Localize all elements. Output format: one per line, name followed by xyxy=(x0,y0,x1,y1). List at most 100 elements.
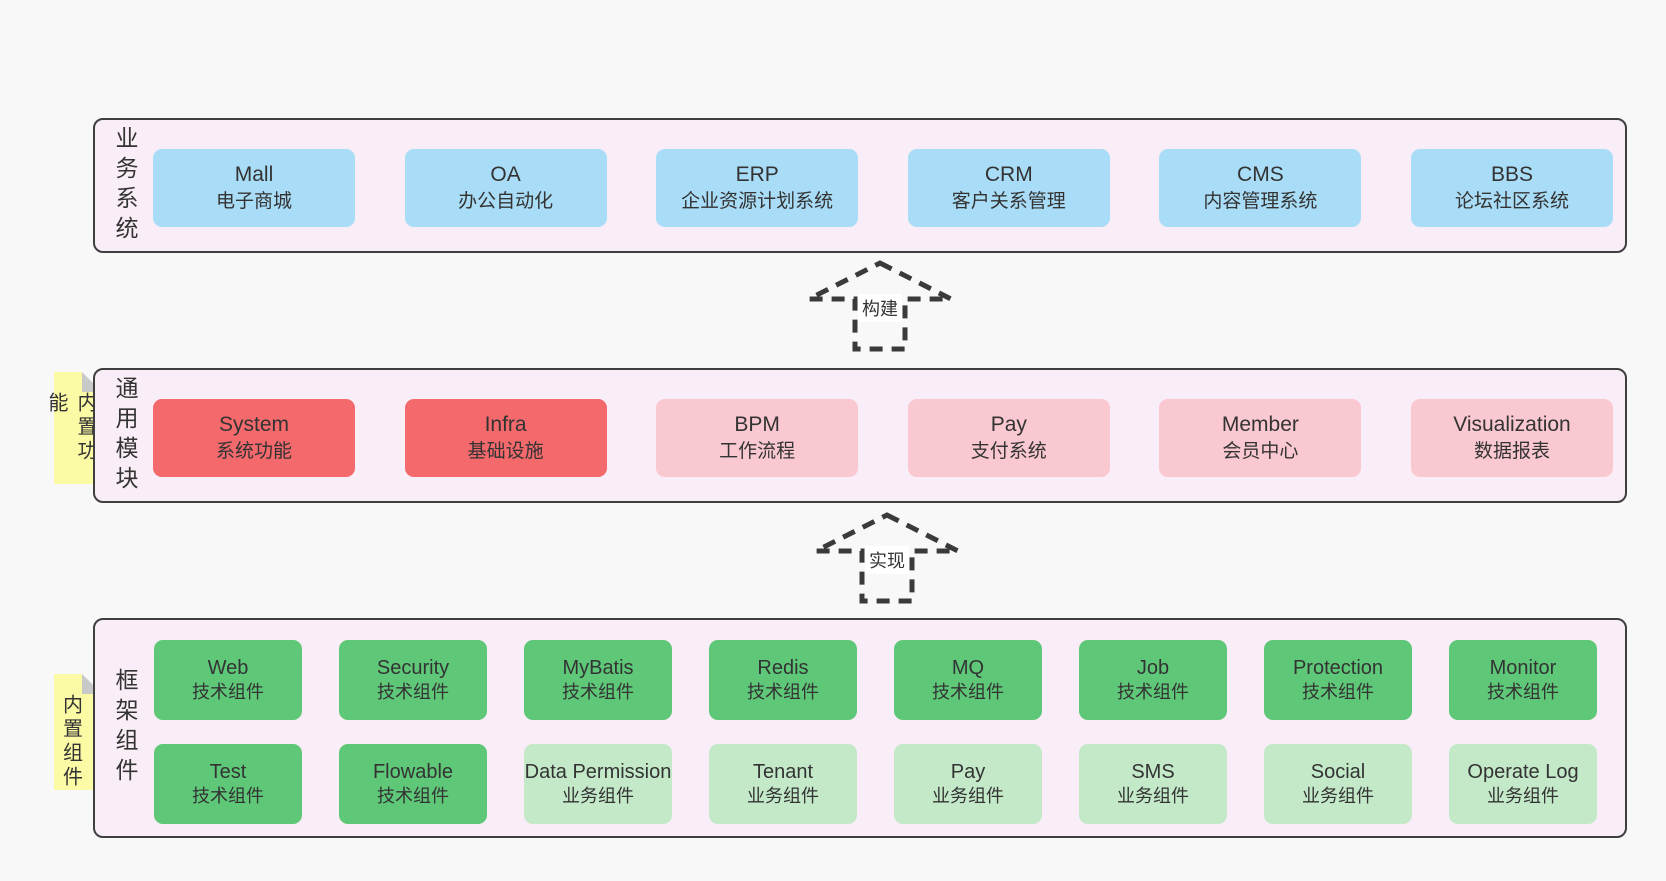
box-job: Job 技术组件 xyxy=(1079,640,1227,720)
box-title: CMS xyxy=(1237,162,1284,186)
box-bbs: BBS 论坛社区系统 xyxy=(1410,149,1613,227)
box-protection: Protection 技术组件 xyxy=(1264,640,1412,720)
implement-arrow-label: 实现 xyxy=(865,546,909,574)
box-subtitle: 业务组件 xyxy=(747,786,819,807)
box-sms: SMS 业务组件 xyxy=(1079,744,1227,824)
box-subtitle: 办公自动化 xyxy=(458,191,554,213)
box-subtitle: 工作流程 xyxy=(719,441,796,463)
box-subtitle: 技术组件 xyxy=(747,682,819,703)
box-subtitle: 技术组件 xyxy=(1487,682,1559,703)
box-subtitle: 技术组件 xyxy=(377,786,449,807)
box-mall: Mall 电子商城 xyxy=(153,149,355,227)
box-title: System xyxy=(218,412,289,436)
box-monitor: Monitor 技术组件 xyxy=(1449,640,1597,720)
band-title-business-systems: 业务系统 xyxy=(112,125,138,246)
box-subtitle: 电子商城 xyxy=(215,191,292,213)
box-tenant: Tenant 业务组件 xyxy=(709,744,857,824)
box-pay: Pay 支付系统 xyxy=(907,399,1110,477)
box-operate-log: Operate Log 业务组件 xyxy=(1449,744,1597,824)
box-title: OA xyxy=(490,162,521,186)
box-title: Test xyxy=(209,761,247,784)
box-title: MyBatis xyxy=(562,657,634,680)
box-title: CRM xyxy=(984,162,1033,186)
build-arrow-label: 构建 xyxy=(858,294,902,322)
box-subtitle: 技术组件 xyxy=(562,682,634,703)
sticky-note-label: 内置组件 xyxy=(59,694,82,790)
box-system: System 系统功能 xyxy=(153,399,355,477)
box-flowable: Flowable 技术组件 xyxy=(339,744,487,824)
box-title: Protection xyxy=(1292,657,1384,680)
box-test: Test 技术组件 xyxy=(154,744,302,824)
box-title: Infra xyxy=(484,412,527,436)
box-crm: CRM 客户关系管理 xyxy=(907,149,1110,227)
box-title: Monitor xyxy=(1489,657,1557,680)
box-subtitle: 技术组件 xyxy=(1302,682,1374,703)
band-business-systems: 业务系统 Mall 电子商城 OA 办公自动化 ERP 企业资源计划系统 CRM… xyxy=(93,118,1627,253)
box-member: Member 会员中心 xyxy=(1159,399,1362,477)
box-subtitle: 客户关系管理 xyxy=(951,191,1066,213)
box-social: Social 业务组件 xyxy=(1264,744,1412,824)
box-title: Social xyxy=(1310,761,1366,784)
box-title: ERP xyxy=(735,162,779,186)
box-title: BPM xyxy=(734,412,780,436)
box-title: Visualization xyxy=(1453,412,1571,436)
box-subtitle: 技术组件 xyxy=(1117,682,1189,703)
box-subtitle: 论坛社区系统 xyxy=(1454,191,1569,213)
component-boxes-row-1: Web 技术组件 Security 技术组件 MyBatis 技术组件 Redi… xyxy=(95,640,1625,720)
box-title: SMS xyxy=(1131,761,1175,784)
box-title: Operate Log xyxy=(1467,761,1579,784)
box-subtitle: 业务组件 xyxy=(1302,786,1374,807)
box-subtitle: 会员中心 xyxy=(1222,441,1299,463)
box-subtitle: 业务组件 xyxy=(1117,786,1189,807)
box-title: Redis xyxy=(757,657,809,680)
module-boxes-row: System 系统功能 Infra 基础设施 BPM 工作流程 Pay 支付系统… xyxy=(95,399,1625,477)
band-framework-components: 框架组件 Web 技术组件 Security 技术组件 MyBatis 技术组件… xyxy=(93,618,1627,838)
band-title-framework-components: 框架组件 xyxy=(112,668,138,788)
box-pay-component: Pay 业务组件 xyxy=(894,744,1042,824)
box-subtitle: 数据报表 xyxy=(1473,441,1550,463)
box-title: Job xyxy=(1136,657,1170,680)
box-title: MQ xyxy=(951,657,985,680)
box-subtitle: 支付系统 xyxy=(970,441,1047,463)
box-subtitle: 技术组件 xyxy=(192,682,264,703)
box-mq: MQ 技术组件 xyxy=(894,640,1042,720)
box-title: Member xyxy=(1221,412,1299,436)
box-title: BBS xyxy=(1490,162,1533,186)
box-security: Security 技术组件 xyxy=(339,640,487,720)
box-subtitle: 技术组件 xyxy=(932,682,1004,703)
box-subtitle: 系统功能 xyxy=(215,441,292,463)
build-arrow: 构建 xyxy=(805,260,955,352)
box-mybatis: MyBatis 技术组件 xyxy=(524,640,672,720)
box-title: Web xyxy=(207,657,249,680)
box-subtitle: 内容管理系统 xyxy=(1203,191,1318,213)
box-title: Pay xyxy=(990,412,1027,436)
box-web: Web 技术组件 xyxy=(154,640,302,720)
box-oa: OA 办公自动化 xyxy=(404,149,607,227)
box-visualization: Visualization 数据报表 xyxy=(1410,399,1613,477)
component-boxes-row-2: Test 技术组件 Flowable 技术组件 Data Permission … xyxy=(95,744,1625,824)
box-redis: Redis 技术组件 xyxy=(709,640,857,720)
box-title: Security xyxy=(376,657,450,680)
box-title: Tenant xyxy=(752,761,814,784)
business-boxes-row: Mall 电子商城 OA 办公自动化 ERP 企业资源计划系统 CRM 客户关系… xyxy=(95,149,1625,227)
box-subtitle: 业务组件 xyxy=(932,786,1004,807)
box-infra: Infra 基础设施 xyxy=(404,399,607,477)
box-bpm: BPM 工作流程 xyxy=(656,399,859,477)
box-title: Data Permission xyxy=(524,761,672,784)
box-subtitle: 技术组件 xyxy=(192,786,264,807)
box-cms: CMS 内容管理系统 xyxy=(1159,149,1362,227)
box-title: Pay xyxy=(950,761,986,784)
box-subtitle: 基础设施 xyxy=(467,441,544,463)
band-title-common-modules: 通用模块 xyxy=(112,375,138,496)
box-subtitle: 企业资源计划系统 xyxy=(681,191,834,213)
box-data-permission: Data Permission 业务组件 xyxy=(524,744,672,824)
box-subtitle: 业务组件 xyxy=(1487,786,1559,807)
box-erp: ERP 企业资源计划系统 xyxy=(656,149,859,227)
box-subtitle: 业务组件 xyxy=(562,786,634,807)
box-title: Flowable xyxy=(372,761,454,784)
sticky-note-label: 内置功能 xyxy=(45,392,96,464)
band-common-modules: 通用模块 System 系统功能 Infra 基础设施 BPM 工作流程 Pay… xyxy=(93,368,1627,503)
implement-arrow: 实现 xyxy=(812,512,962,604)
box-title: Mall xyxy=(234,162,274,186)
